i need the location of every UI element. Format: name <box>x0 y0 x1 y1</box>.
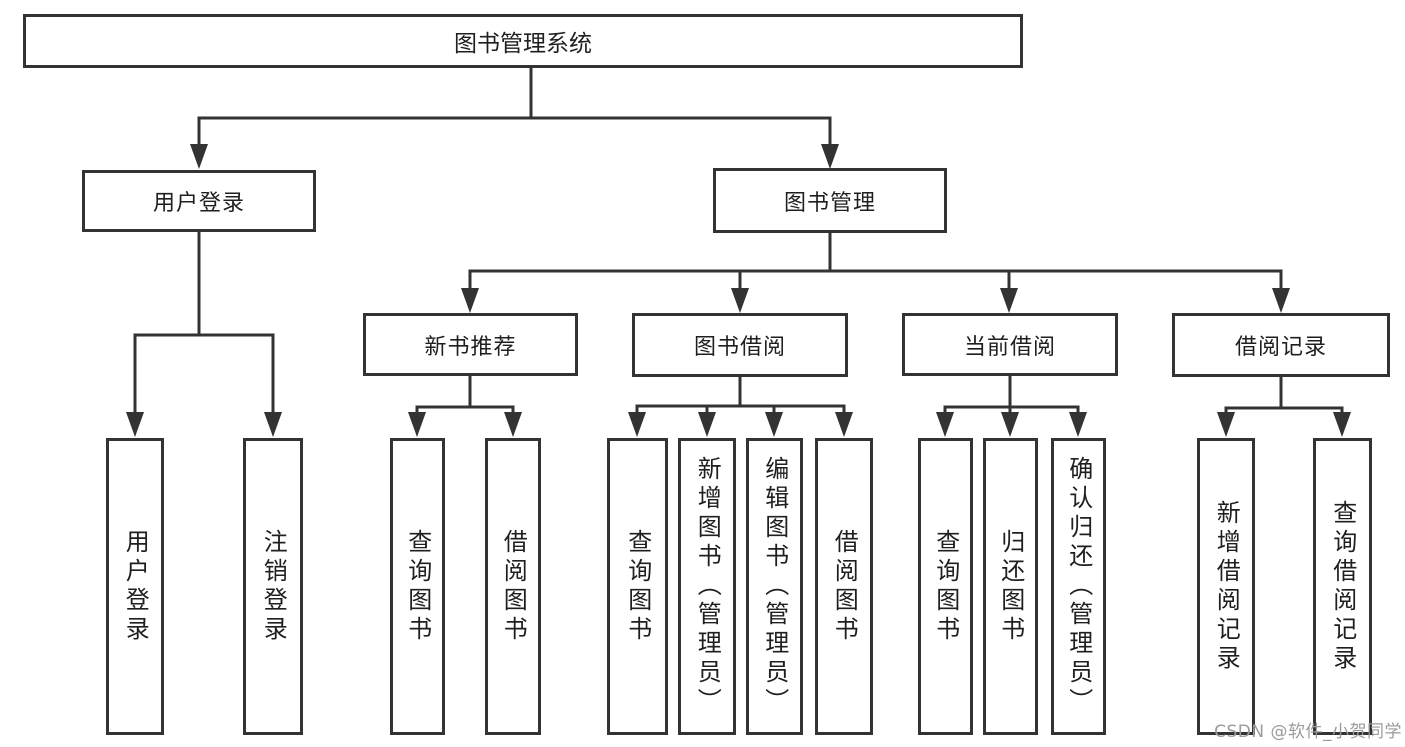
leaf-query-books-current-label: 查询图书 <box>931 528 960 645</box>
leaf-user-login-label: 用户登录 <box>121 528 150 645</box>
leaf-add-books-admin-label: 新增图书（管理员） <box>693 456 722 717</box>
leaf-edit-books-admin: 编辑图书（管理员） <box>746 438 803 735</box>
leaf-borrow-books-borrowing-label: 借阅图书 <box>830 528 859 645</box>
node-borrowing-records: 借阅记录 <box>1172 313 1390 377</box>
leaf-query-books-borrowing: 查询图书 <box>607 438 668 735</box>
node-new-book-recommendation: 新书推荐 <box>363 313 578 376</box>
leaf-user-login: 用户登录 <box>106 438 164 735</box>
leaf-query-books-current: 查询图书 <box>918 438 973 735</box>
node-user-login: 用户登录 <box>82 170 316 232</box>
node-book-management: 图书管理 <box>713 168 947 233</box>
node-current-borrowing-label: 当前借阅 <box>963 334 1056 360</box>
leaf-logout-label: 注销登录 <box>259 528 288 645</box>
node-user-login-label: 用户登录 <box>152 191 245 216</box>
leaf-add-borrow-record-label: 新增借阅记录 <box>1212 499 1241 674</box>
leaf-edit-books-admin-label: 编辑图书（管理员） <box>760 456 789 717</box>
leaf-add-borrow-record: 新增借阅记录 <box>1197 438 1255 735</box>
node-book-borrowing: 图书借阅 <box>632 313 848 377</box>
leaf-query-books-recommend: 查询图书 <box>390 438 445 735</box>
leaf-add-books-admin: 新增图书（管理员） <box>678 438 736 735</box>
leaf-return-books: 归还图书 <box>983 438 1038 735</box>
node-current-borrowing: 当前借阅 <box>902 313 1118 376</box>
node-library-system-label: 图书管理系统 <box>454 31 592 57</box>
leaf-borrow-books-recommend-label: 借阅图书 <box>499 528 528 645</box>
leaf-query-borrow-record-label: 查询借阅记录 <box>1328 499 1357 674</box>
leaf-query-books-borrowing-label: 查询图书 <box>623 528 652 645</box>
node-borrowing-records-label: 借阅记录 <box>1234 335 1327 360</box>
leaf-query-borrow-record: 查询借阅记录 <box>1313 438 1372 735</box>
node-book-management-label: 图书管理 <box>783 190 876 216</box>
leaf-borrow-books-recommend: 借阅图书 <box>485 438 541 735</box>
leaf-return-books-label: 归还图书 <box>996 528 1025 645</box>
leaf-query-books-recommend-label: 查询图书 <box>403 528 432 645</box>
leaf-confirm-return-admin-label: 确认归还（管理员） <box>1064 456 1093 717</box>
csdn-watermark: CSDN @软件_小贺同学 <box>1214 722 1402 742</box>
node-new-book-recommendation-label: 新书推荐 <box>424 334 517 360</box>
node-book-borrowing-label: 图书借阅 <box>693 335 786 360</box>
leaf-logout: 注销登录 <box>243 438 303 735</box>
leaf-borrow-books-borrowing: 借阅图书 <box>815 438 873 735</box>
node-library-system: 图书管理系统 <box>23 14 1023 68</box>
leaf-confirm-return-admin: 确认归还（管理员） <box>1051 438 1106 735</box>
